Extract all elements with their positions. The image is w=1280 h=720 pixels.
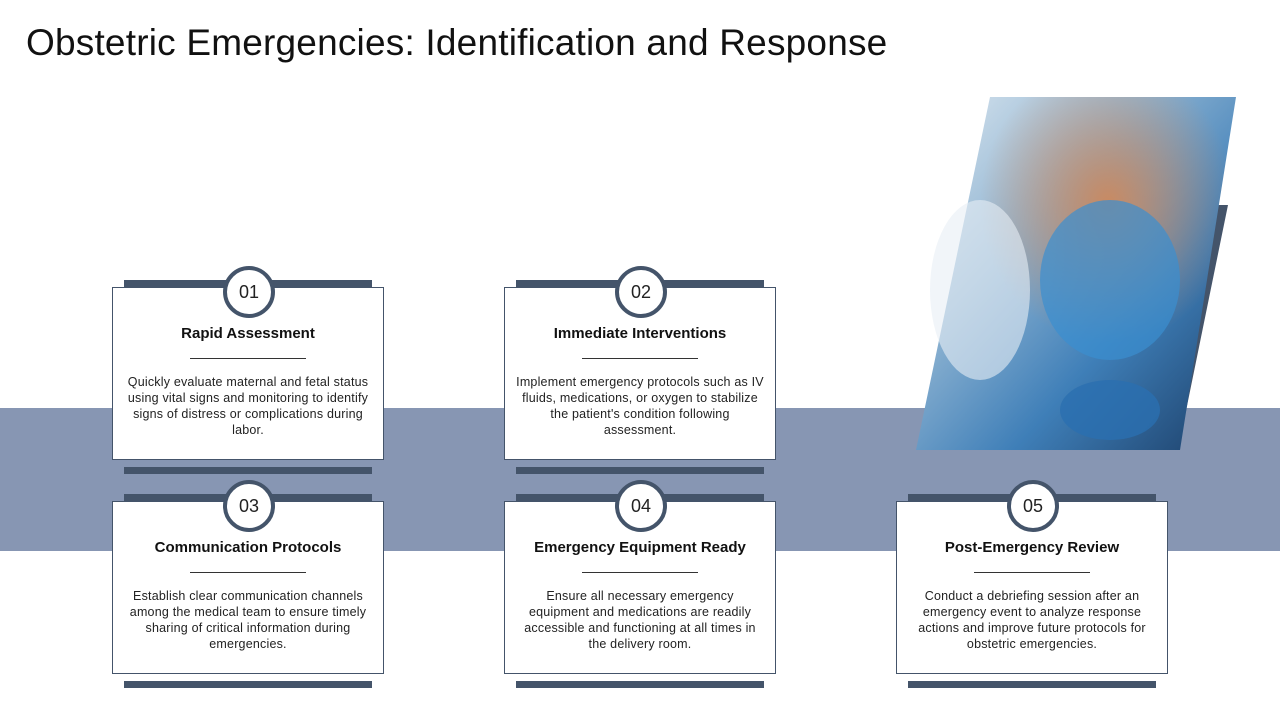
card-body: 01 Rapid Assessment Quickly evaluate mat… bbox=[112, 266, 384, 460]
step-text: Implement emergency protocols such as IV… bbox=[516, 375, 764, 437]
slide-title: Obstetric Emergencies: Identification an… bbox=[26, 22, 888, 63]
step-text: Ensure all necessary emergency equipment… bbox=[524, 589, 756, 651]
step-number: 04 bbox=[615, 480, 667, 532]
card-bottom-bar bbox=[124, 467, 372, 474]
step-number: 03 bbox=[223, 480, 275, 532]
card-bottom-bar bbox=[124, 681, 372, 688]
step-heading: Emergency Equipment Ready bbox=[534, 539, 746, 556]
step-text: Quickly evaluate maternal and fetal stat… bbox=[127, 375, 369, 437]
card-body: 04 Emergency Equipment Ready Ensure all … bbox=[504, 480, 776, 674]
medical-team-photo bbox=[916, 97, 1236, 450]
card-bottom-bar bbox=[908, 681, 1156, 688]
card-body: 05 Post-Emergency Review Conduct a debri… bbox=[896, 480, 1168, 674]
step-heading: Immediate Interventions bbox=[553, 325, 727, 342]
step-number: 05 bbox=[1007, 480, 1059, 532]
step-card-5: 05 Post-Emergency Review Conduct a debri… bbox=[896, 480, 1168, 688]
step-card-2: 02 Immediate Interventions Implement eme… bbox=[504, 266, 776, 474]
step-heading: Post-Emergency Review bbox=[944, 539, 1120, 556]
step-card-1: 01 Rapid Assessment Quickly evaluate mat… bbox=[112, 266, 384, 474]
divider bbox=[190, 572, 306, 573]
step-card-4: 04 Emergency Equipment Ready Ensure all … bbox=[504, 480, 776, 688]
step-card-3: 03 Communication Protocols Establish cle… bbox=[112, 480, 384, 688]
step-text: Conduct a debriefing session after an em… bbox=[918, 589, 1146, 651]
card-body: 03 Communication Protocols Establish cle… bbox=[112, 480, 384, 674]
step-heading: Communication Protocols bbox=[154, 539, 342, 556]
card-bottom-bar bbox=[516, 467, 764, 474]
step-number: 01 bbox=[223, 266, 275, 318]
divider bbox=[582, 358, 698, 359]
step-number: 02 bbox=[615, 266, 667, 318]
card-bottom-bar bbox=[516, 681, 764, 688]
step-text: Establish clear communication channels a… bbox=[129, 589, 367, 651]
card-body: 02 Immediate Interventions Implement eme… bbox=[504, 266, 776, 460]
divider bbox=[190, 358, 306, 359]
step-heading: Rapid Assessment bbox=[181, 325, 315, 342]
divider bbox=[974, 572, 1090, 573]
divider bbox=[582, 572, 698, 573]
